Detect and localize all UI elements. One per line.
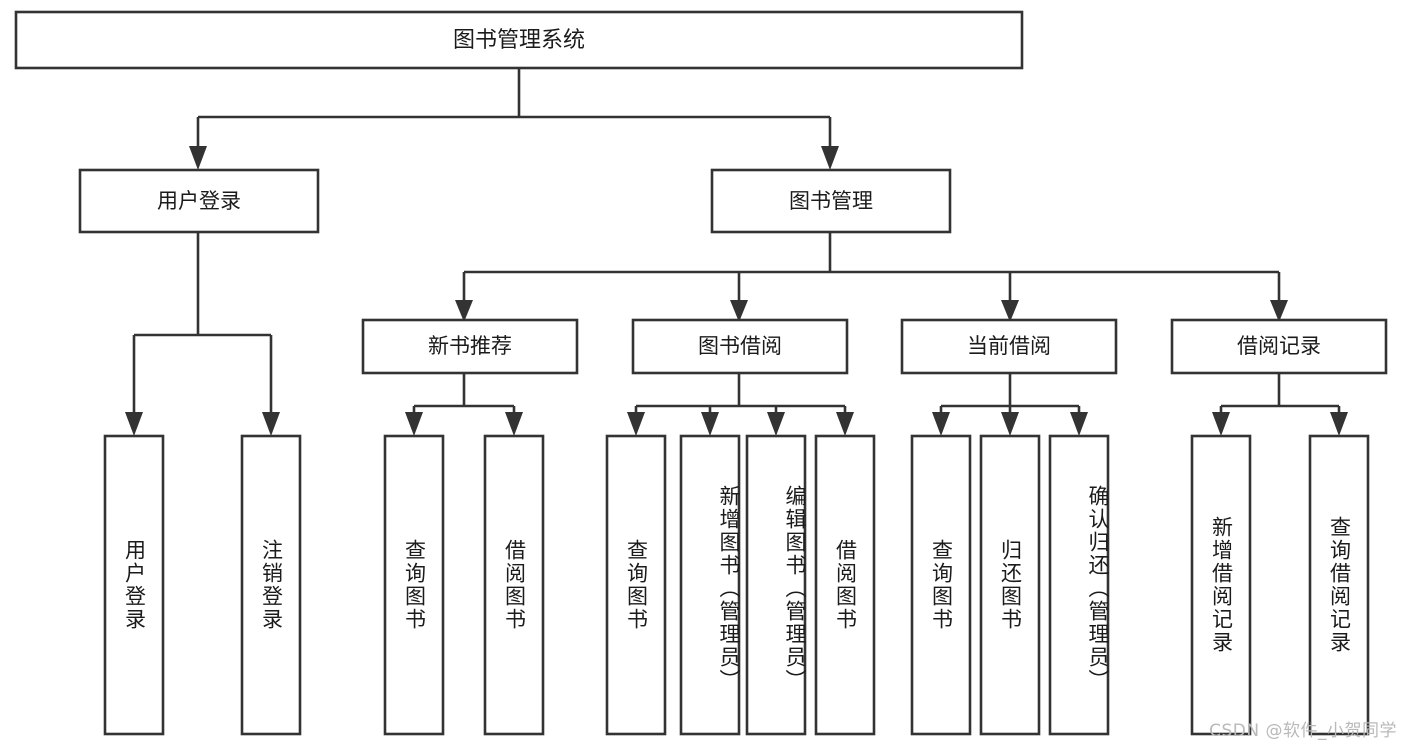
node-layer: 图书管理系统 用户登录 图书管理 新书推荐 图书借阅 当前 [14, 10, 1388, 736]
node-book-borrow[interactable]: 图书借阅 [631, 318, 849, 375]
node-new-book-recommend-label: 新书推荐 [428, 334, 512, 358]
arrow-leaf-add-record [1212, 412, 1230, 436]
arrow-leaf-return-book [1001, 412, 1019, 436]
node-leaf-query-record-box[interactable] [1308, 434, 1370, 736]
arrow-leaf-add-book [701, 412, 719, 436]
node-borrow-record-box[interactable] [1170, 318, 1388, 375]
node-user-login-label: 用户登录 [157, 189, 241, 213]
node-new-book-recommend-box[interactable] [361, 318, 579, 375]
node-user-login-box[interactable] [78, 168, 320, 234]
arrow-to-user-login [189, 146, 207, 170]
arrow-leaf-user-logout [262, 412, 280, 436]
node-new-book-recommend[interactable]: 新书推荐 [361, 318, 579, 375]
arrow-to-borrow-record [1270, 300, 1288, 322]
node-root[interactable]: 图书管理系统 [14, 10, 1024, 70]
arrow-leaf-query-book-2 [627, 412, 645, 436]
node-current-borrow-box[interactable] [900, 318, 1118, 375]
node-borrow-record[interactable]: 借阅记录 [1170, 318, 1388, 375]
node-current-borrow-label: 当前借阅 [967, 334, 1051, 358]
node-book-manage-box[interactable] [710, 168, 952, 234]
node-leaf-borrow-book-2-box[interactable] [814, 434, 876, 736]
node-leaf-add-record-box[interactable] [1190, 434, 1252, 736]
node-user-login[interactable]: 用户登录 [78, 168, 320, 234]
arrow-leaf-query-book-3 [932, 412, 950, 436]
arrow-leaf-confirm-return [1070, 412, 1088, 436]
arrow-to-current-borrow [1001, 300, 1019, 322]
connector-layer [125, 68, 1348, 436]
node-root-box[interactable] [14, 10, 1024, 70]
node-leaf-confirm-return-box[interactable] [1048, 434, 1110, 736]
node-leaf-user-login-box[interactable] [103, 434, 165, 736]
node-leaf-user-logout-box[interactable] [240, 434, 302, 736]
node-leaf-query-book-1-box[interactable] [383, 434, 445, 736]
arrow-leaf-query-record [1330, 412, 1348, 436]
node-leaf-query-book-3-box[interactable] [910, 434, 972, 736]
csdn-watermark: CSDN @软件_小贺同学 [1209, 721, 1397, 741]
arrow-leaf-borrow-book-1 [505, 412, 523, 436]
node-leaf-query-book-2-box[interactable] [605, 434, 667, 736]
node-leaf-borrow-book-1-box[interactable] [483, 434, 545, 736]
arrow-to-book-borrow [730, 300, 748, 322]
node-current-borrow[interactable]: 当前借阅 [900, 318, 1118, 375]
arrow-leaf-edit-book [767, 412, 785, 436]
arrow-to-new-book-recommend [455, 300, 473, 322]
node-leaf-add-book-box[interactable] [679, 434, 741, 736]
node-leaf-edit-book-box[interactable] [745, 434, 807, 736]
arrow-to-book-manage [821, 146, 839, 170]
node-leaf-return-book-box[interactable] [979, 434, 1041, 736]
node-book-borrow-box[interactable] [631, 318, 849, 375]
arrow-leaf-borrow-book-2 [836, 412, 854, 436]
arrow-leaf-user-login [125, 412, 143, 436]
node-book-manage-label: 图书管理 [789, 189, 873, 213]
node-book-manage[interactable]: 图书管理 [710, 168, 952, 234]
node-root-label: 图书管理系统 [453, 28, 585, 53]
node-book-borrow-label: 图书借阅 [698, 334, 782, 358]
arrow-leaf-query-book-1 [405, 412, 423, 436]
node-borrow-record-label: 借阅记录 [1237, 334, 1321, 358]
